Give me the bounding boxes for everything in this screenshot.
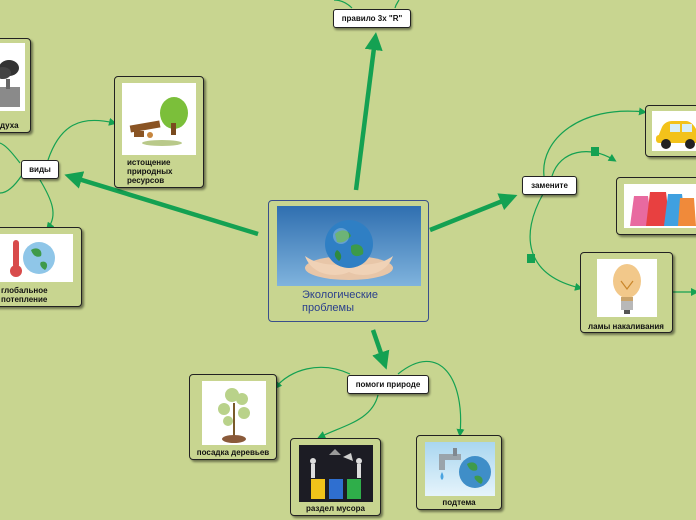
link-handle-bags xyxy=(591,147,599,156)
card-air-pollution[interactable]: здуха xyxy=(0,38,31,133)
central-title-line2: проблемы xyxy=(302,302,355,314)
topic-vidy[interactable]: виды xyxy=(21,160,59,179)
earth-in-hands-image xyxy=(277,206,421,286)
topic-zamenite[interactable]: замените xyxy=(522,176,577,195)
thermometer-earth-image xyxy=(0,234,73,282)
link-vidy-depletion xyxy=(47,117,117,161)
yellow-car-image xyxy=(652,111,696,151)
link-zamenite-lamp xyxy=(529,193,583,291)
central-title-line1: Экологические xyxy=(302,289,378,301)
central-title: Экологические проблемы xyxy=(302,289,378,315)
card-warming-caption: глобальное потепление xyxy=(1,286,48,304)
card-water[interactable]: подтема xyxy=(416,435,502,510)
card-air-caption: здуха xyxy=(0,121,19,130)
card-global-warming[interactable]: глобальное потепление xyxy=(0,227,82,307)
link-zamenite-car xyxy=(543,107,647,177)
link-vidy-left xyxy=(0,174,23,194)
link-handle-lamp xyxy=(527,254,535,263)
card-warming-caption-l2: потепление xyxy=(1,295,48,304)
arrow-to-zamenite xyxy=(429,193,518,233)
link-rule3r-up2 xyxy=(394,0,400,9)
card-plastic-bags[interactable] xyxy=(616,177,696,235)
topic-vidy-label: виды xyxy=(29,165,51,174)
arrow-to-vidy xyxy=(64,171,259,237)
card-lamp-caption: ламы накаливания xyxy=(588,322,664,331)
card-light-bulb[interactable]: ламы накаливания xyxy=(580,252,673,333)
card-car[interactable] xyxy=(645,105,696,157)
card-trees-caption: посадка деревьев xyxy=(196,448,270,457)
card-warming-caption-l1: глобальное xyxy=(1,286,48,295)
card-tree-planting[interactable]: посадка деревьев xyxy=(189,374,277,460)
central-node[interactable]: Экологические проблемы xyxy=(268,200,429,322)
card-waste-sorting[interactable]: раздел мусора xyxy=(290,438,381,516)
topic-pomogi[interactable]: помоги природе xyxy=(347,375,429,394)
light-bulb-image xyxy=(597,259,657,317)
card-depletion-caption-l1: истощение xyxy=(127,158,171,167)
link-vidy-air xyxy=(0,142,21,164)
sprout-image xyxy=(202,381,266,445)
link-zamenite-bags xyxy=(551,151,617,177)
link-pomogi-trees xyxy=(274,366,351,390)
link-vidy-warming xyxy=(39,179,55,231)
arrow-to-rule3r xyxy=(353,32,383,191)
recycling-bins-image xyxy=(299,445,373,502)
factory-smoke-image xyxy=(0,43,25,111)
topic-rule3r[interactable]: правило 3х "R" xyxy=(333,9,411,28)
topic-pomogi-label: помоги природе xyxy=(355,380,421,389)
topic-zamenite-label: замените xyxy=(531,181,568,190)
link-pomogi-water xyxy=(397,360,465,437)
water-tap-earth-image xyxy=(425,442,495,496)
card-water-caption: подтема xyxy=(442,498,476,507)
card-depletion-caption: истощение природных ресурсов xyxy=(127,158,173,185)
card-depletion-caption-l2: природных xyxy=(127,167,173,176)
cut-tree-image xyxy=(122,83,196,155)
topic-rule3r-label: правило 3х "R" xyxy=(341,14,403,23)
card-depletion-caption-l3: ресурсов xyxy=(127,176,165,185)
card-sorting-caption: раздел мусора xyxy=(306,504,365,513)
card-resource-depletion[interactable]: истощение природных ресурсов xyxy=(114,76,204,188)
link-rule3r-up1 xyxy=(333,0,353,9)
plastic-bags-image xyxy=(624,184,696,228)
arrow-to-pomogi xyxy=(370,329,390,370)
link-pomogi-sorting xyxy=(317,394,379,439)
